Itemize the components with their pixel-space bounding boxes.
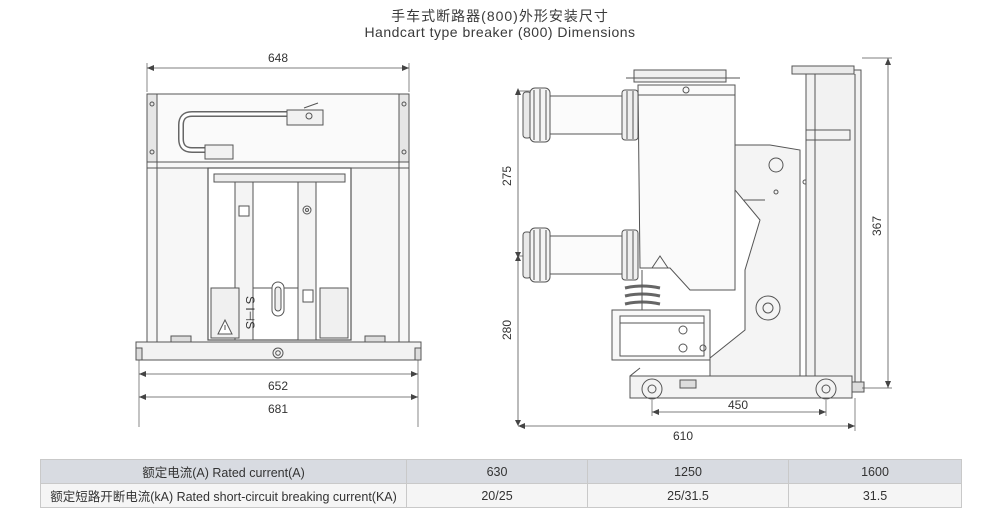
disconnector-symbol-label: S I⊣S (243, 296, 257, 329)
rated-current-label: 额定电流(A) Rated current(A) (40, 459, 407, 484)
dim-label-681: 681 (268, 402, 288, 416)
table-cell: 20/25 (406, 483, 588, 508)
front-view (135, 63, 422, 427)
breaking-current-label: 额定短路开断电流(kA) Rated short-circuit breakin… (40, 483, 407, 508)
dim-label-367: 367 (870, 216, 884, 236)
dim-label-652: 652 (268, 379, 288, 393)
diagram-title-en: Handcart type breaker (800) Dimensions (364, 24, 636, 40)
dim-label-610: 610 (673, 429, 693, 443)
table-cell: 25/31.5 (587, 483, 789, 508)
side-view (515, 57, 892, 431)
dim-label-275: 275 (500, 166, 514, 186)
rating-table: 额定电流(A) Rated current(A) 630 1250 1600 额… (40, 459, 962, 508)
table-cell: 630 (406, 459, 588, 484)
table-cell: 31.5 (788, 483, 962, 508)
side-back-panel (805, 69, 862, 389)
dimension-drawing: 648 652 681 S I⊣S (135, 51, 892, 443)
table-row: 额定短路开断电流(kA) Rated short-circuit breakin… (40, 483, 962, 508)
table-row: 额定电流(A) Rated current(A) 630 1250 1600 (40, 459, 962, 484)
diagram-title-cn: 手车式断路器(800)外形安装尺寸 (391, 8, 609, 24)
table-cell: 1600 (788, 459, 962, 484)
dim-label-280: 280 (500, 320, 514, 340)
table-cell: 1250 (587, 459, 789, 484)
dim-label-648: 648 (268, 51, 288, 65)
dim-label-450: 450 (728, 398, 748, 412)
